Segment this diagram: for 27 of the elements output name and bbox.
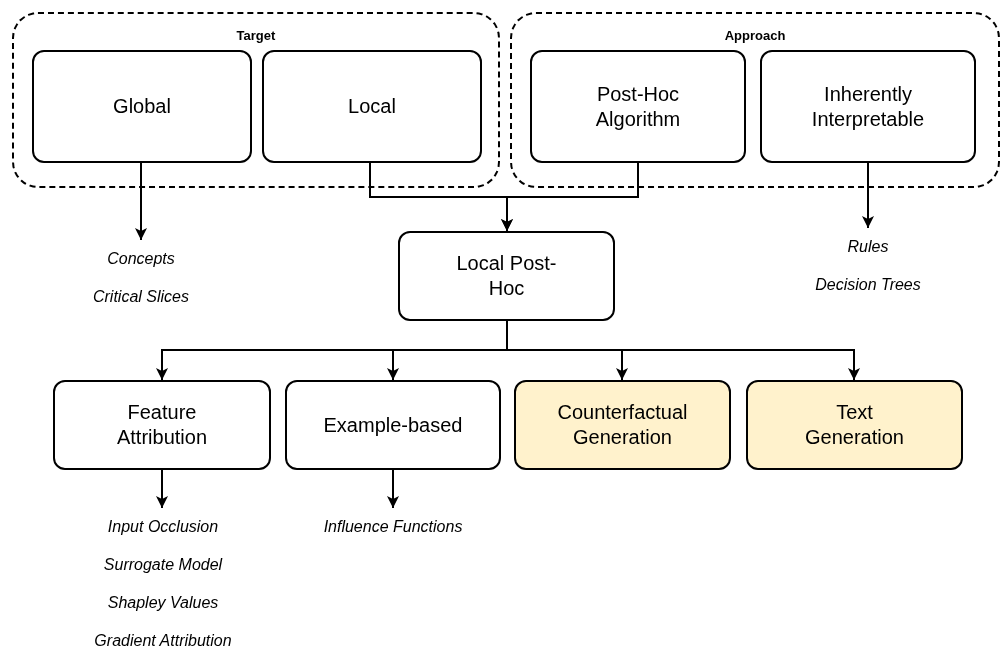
method-example: Surrogate Model <box>103 555 223 575</box>
connector-arrow <box>156 469 168 509</box>
method-example: Rules <box>847 237 889 257</box>
category-box: Local Post-Hoc <box>398 231 615 321</box>
group-title: Target <box>236 28 276 43</box>
category-box: Example-based <box>285 380 501 470</box>
method-example: Input Occlusion <box>107 517 219 537</box>
connector-arrow <box>501 162 639 232</box>
method-example: Shapley Values <box>107 593 219 613</box>
category-box: Feature Attribution <box>53 380 271 470</box>
category-box: Text Generation <box>746 380 963 470</box>
connector-arrow <box>387 469 399 509</box>
method-example: Influence Functions <box>323 517 463 537</box>
method-example: Gradient Attribution <box>94 631 232 651</box>
connector-arrow <box>135 162 147 241</box>
category-box: Post-Hoc Algorithm <box>530 50 746 163</box>
method-example: Critical Slices <box>93 287 189 307</box>
method-example: Decision Trees <box>815 275 921 295</box>
dashed-group-frame <box>510 12 1000 188</box>
category-box: Global <box>32 50 252 163</box>
category-box: Counterfactual Generation <box>514 380 731 470</box>
category-box: Local <box>262 50 482 163</box>
connector-arrow <box>862 162 874 229</box>
method-example: Concepts <box>107 249 175 269</box>
group-title: Approach <box>724 28 786 43</box>
dashed-group-frame <box>12 12 500 188</box>
category-box: Inherently Interpretable <box>760 50 976 163</box>
